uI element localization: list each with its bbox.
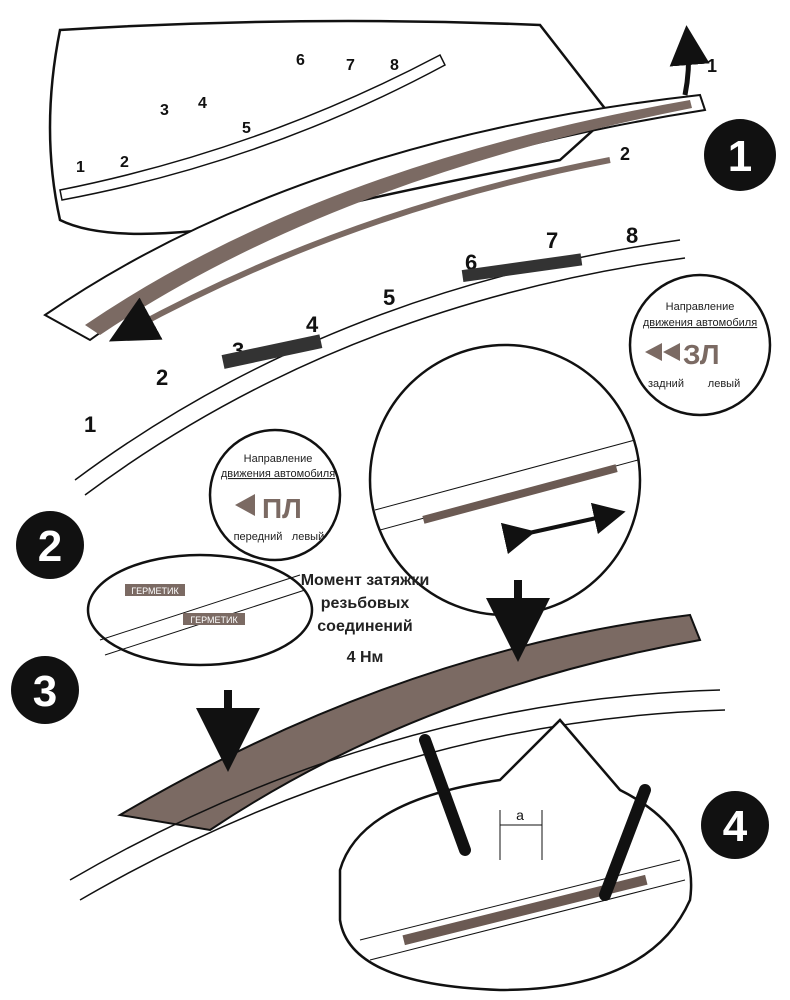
sealant-tag (125, 584, 185, 596)
dimension-line (499, 810, 543, 860)
label-code: ПЛ (262, 493, 302, 524)
torque-text: соединений (317, 618, 412, 635)
arrow-icon (235, 494, 255, 516)
bubble-number: 5 (242, 120, 251, 137)
bubble-number: 7 (346, 57, 355, 74)
lift-arrow-1 (669, 25, 710, 96)
rear-label-bubble (628, 273, 772, 417)
rail-detail-lines (359, 859, 686, 961)
sealant-detail-bubble (86, 553, 314, 667)
sealant-tag (183, 613, 245, 625)
rail-number: 1 (84, 412, 96, 437)
torque-text: резьбовых (321, 595, 410, 612)
slide-arrow (500, 502, 626, 555)
panel-4-marking: a 4 (338, 718, 769, 992)
direction-text: Направление (244, 453, 313, 465)
step-badge-4 (701, 791, 769, 859)
dimension-label: a (516, 807, 524, 823)
bracket-rear (461, 253, 583, 283)
panel-2-bracket-placement: 1 2 3 4 5 6 7 8 Направление движения авт… (16, 223, 772, 667)
rail-number: 5 (383, 285, 395, 310)
torque-text: Момент затяжки (301, 572, 430, 589)
step-badge-1 (704, 119, 776, 191)
bubble-number: 8 (390, 57, 399, 74)
rail-number: 7 (546, 228, 558, 253)
arrow-label-1: 1 (707, 56, 717, 76)
bracket-detail (402, 874, 648, 946)
bubble-number: 6 (296, 52, 305, 69)
bracket-detail (422, 464, 618, 524)
label-part: передний (234, 531, 283, 543)
step-number: 1 (728, 132, 752, 181)
roof-rail (117, 613, 702, 832)
label-part: задний (648, 378, 684, 390)
label-part: левый (292, 531, 324, 543)
sealant-label: ГЕРМЕТИК (131, 586, 179, 596)
step-badge-3 (11, 656, 79, 724)
marker-pencil (419, 734, 471, 856)
roof-channel (69, 689, 726, 901)
panel-1-tape-removal: 1 2 1 2 3 4 5 6 7 8 1 (43, 19, 776, 342)
roof-rail-channel (74, 239, 686, 496)
sealant-label: ГЕРМЕТИК (190, 615, 238, 625)
bracket-front (221, 334, 323, 369)
double-arrow-icon (645, 343, 680, 361)
step-number: 2 (38, 522, 62, 571)
direction-text: Направление (666, 301, 735, 313)
step-number: 4 (723, 802, 748, 851)
bubble-number: 3 (160, 102, 169, 119)
bubble-number: 2 (120, 154, 129, 171)
direction-text: движения автомобиля (221, 468, 335, 480)
bubble-number: 1 (76, 159, 85, 176)
panel-3-rail-mount: 3 (11, 580, 726, 901)
tape-strip-detail (59, 53, 446, 201)
rail-number: 2 (156, 365, 168, 390)
rail-number: 8 (626, 223, 638, 248)
peel-arrow-2 (108, 157, 611, 342)
label-code: ЗЛ (683, 339, 720, 370)
step-badge-2 (16, 511, 84, 579)
step-number: 3 (33, 667, 57, 716)
torque-note: Момент затяжки резьбовых соединений 4 Нм (301, 572, 430, 666)
label-part: левый (708, 378, 740, 390)
marking-detail-bubble (338, 718, 693, 992)
bubble-number: 4 (198, 95, 207, 112)
torque-value: 4 Нм (347, 649, 384, 666)
marker-pencil (599, 784, 651, 901)
direction-text: движения автомобиля (643, 317, 757, 329)
arrow-label-2: 2 (620, 144, 630, 164)
rail-number: 4 (306, 312, 319, 337)
front-label-bubble (208, 428, 342, 562)
